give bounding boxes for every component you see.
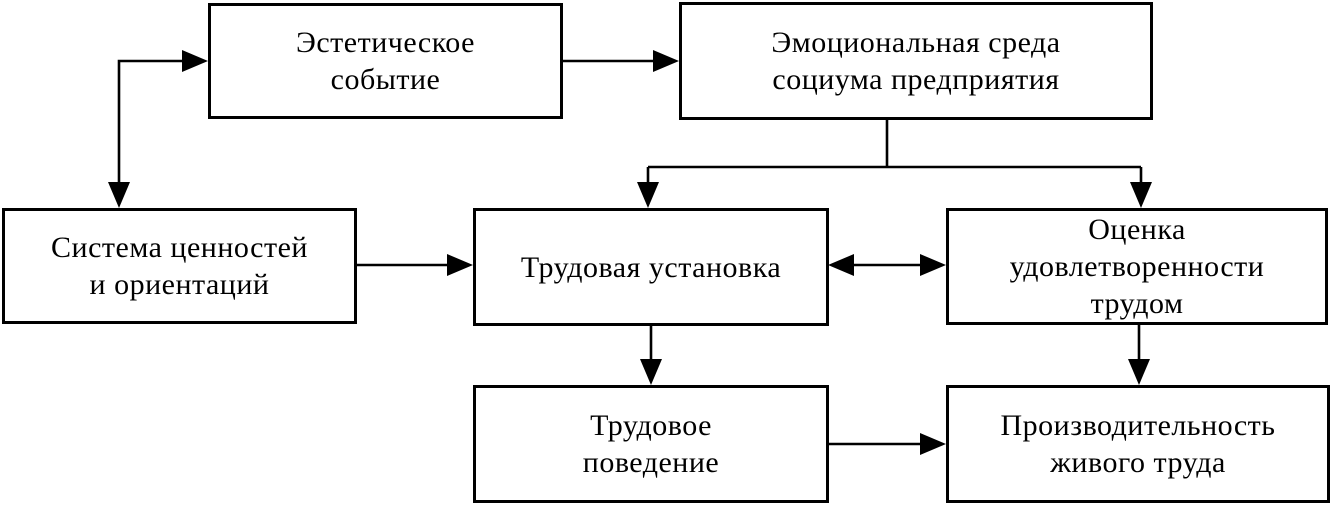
node-satisfaction-assessment-label: Оценка удовлетворенности трудом: [1009, 213, 1265, 320]
arrow-work-behavior-to-productivity: [828, 433, 946, 455]
arrow-work-attitude-satisfaction-bidirectional: [828, 254, 946, 276]
node-work-attitude: Трудовая установка: [473, 208, 829, 326]
node-work-behavior-label: Трудовое поведение: [582, 409, 720, 479]
node-work-attitude-label: Трудовая установка: [520, 250, 782, 284]
arrow-work-attitude-to-work-behavior: [640, 325, 662, 385]
node-labor-productivity-label: Производительность живого труда: [1000, 409, 1276, 479]
node-satisfaction-assessment: Оценка удовлетворенности трудом: [946, 208, 1328, 325]
node-aesthetic-event: Эстетическое событие: [208, 3, 563, 119]
node-emotional-environment-label: Эмоциональная среда социума предприятия: [771, 26, 1061, 96]
arrow-value-system-to-work-attitude: [356, 254, 473, 276]
arrow-emotional-environment-branch: [637, 119, 1152, 208]
arrow-satisfaction-to-productivity: [1128, 324, 1150, 385]
arrow-aesthetic-event-to-emotional-environment: [562, 50, 679, 72]
node-value-system: Система ценностей и ориентаций: [2, 208, 357, 324]
arrow-value-system-aesthetic-event: [108, 50, 208, 208]
node-emotional-environment: Эмоциональная среда социума предприятия: [679, 2, 1153, 120]
node-aesthetic-event-label: Эстетическое событие: [296, 26, 475, 96]
node-labor-productivity: Производительность живого труда: [946, 385, 1330, 503]
node-work-behavior: Трудовое поведение: [473, 385, 829, 503]
node-value-system-label: Система ценностей и ориентаций: [51, 231, 308, 301]
